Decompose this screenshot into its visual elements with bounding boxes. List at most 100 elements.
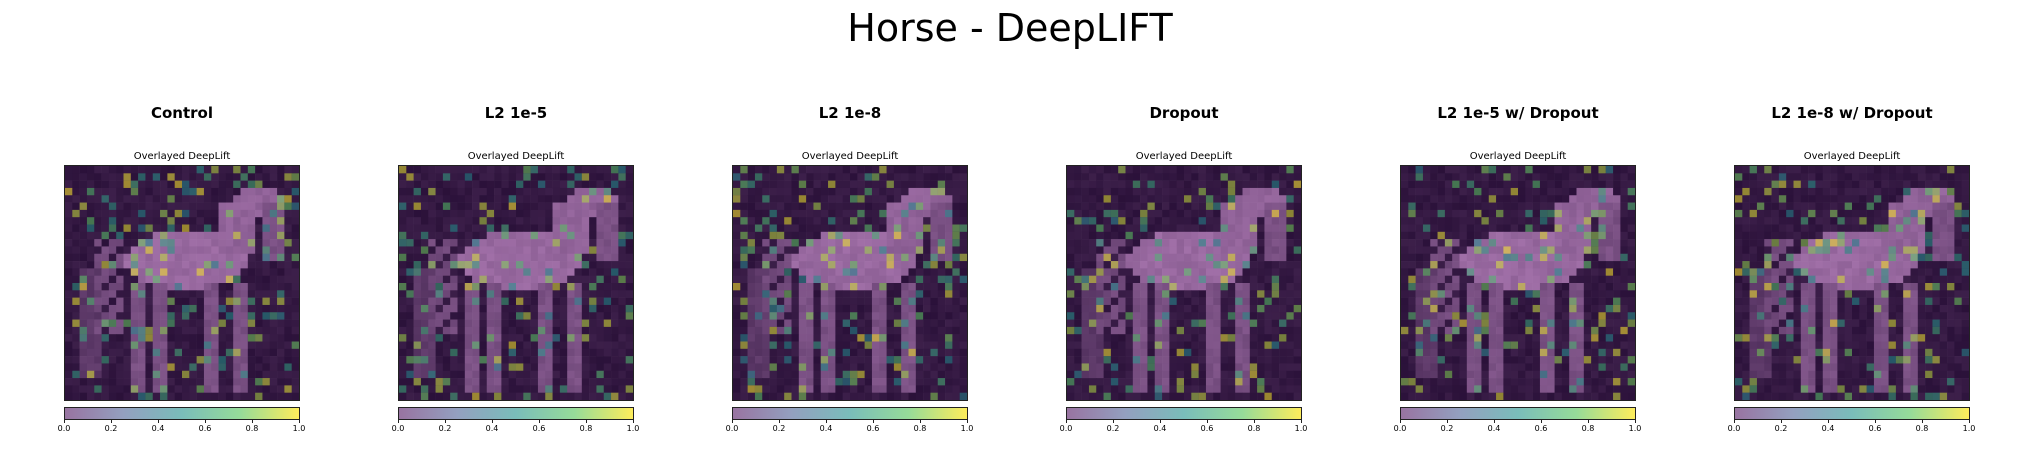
- heatmap-cell: [857, 166, 865, 174]
- attribution-cell: [733, 187, 741, 196]
- heatmap-cell: [501, 209, 509, 218]
- heatmap-cell: [123, 239, 132, 247]
- heatmap-cell: [1067, 202, 1075, 211]
- heatmap-cell: [145, 261, 154, 269]
- heatmap-cell: [108, 297, 117, 306]
- heatmap-cell: [1271, 173, 1280, 181]
- heatmap-cell: [72, 348, 80, 357]
- heatmap-cell: [581, 385, 590, 393]
- heatmap-cell: [284, 209, 292, 218]
- heatmap-cell: [842, 356, 851, 364]
- heatmap-cell: [871, 275, 880, 284]
- heatmap-cell: [203, 283, 212, 291]
- heatmap-cell: [1132, 304, 1141, 313]
- heatmap-cell: [523, 378, 531, 386]
- attribution-cell: [108, 261, 117, 269]
- attribution-cell: [1415, 166, 1424, 174]
- heatmap-cell: [1147, 246, 1156, 255]
- heatmap-cell: [138, 370, 146, 379]
- heatmap-cell: [472, 180, 480, 189]
- attribution-cell: [784, 392, 792, 400]
- heatmap-cell: [769, 268, 778, 276]
- heatmap-cell: [420, 261, 429, 269]
- heatmap-cell: [754, 378, 763, 386]
- heatmap-cell: [1452, 166, 1460, 174]
- heatmap-cell: [567, 363, 575, 372]
- heatmap-cell: [472, 224, 480, 233]
- heatmap-cell: [486, 173, 495, 181]
- heatmap-cell: [871, 326, 880, 335]
- heatmap-cell: [952, 356, 960, 364]
- heatmap-cell: [850, 319, 858, 328]
- heatmap-cell: [1110, 319, 1119, 328]
- heatmap-cell: [545, 378, 553, 386]
- attribution-cell: [864, 187, 873, 196]
- heatmap-cell: [1125, 253, 1134, 262]
- heatmap-cell: [952, 341, 960, 350]
- heatmap-cell: [1627, 195, 1635, 203]
- heatmap-cell: [915, 341, 924, 350]
- heatmap-cell: [523, 180, 531, 189]
- heatmap-cell: [1488, 173, 1497, 181]
- heatmap-cell: [603, 202, 612, 211]
- heatmap-cell: [1518, 166, 1526, 174]
- heatmap-cell: [72, 275, 80, 284]
- heatmap-cell: [552, 253, 561, 262]
- heatmap-cell: [1257, 319, 1265, 328]
- heatmap-cell: [1110, 297, 1119, 306]
- heatmap-cell: [420, 283, 429, 291]
- heatmap-cell: [1279, 239, 1287, 247]
- heatmap-cell: [399, 217, 407, 225]
- heatmap-cell: [784, 180, 792, 189]
- attribution-cell: [1125, 385, 1134, 393]
- heatmap-cell: [240, 224, 249, 233]
- heatmap-cell: [581, 370, 590, 379]
- heatmap-cell: [923, 348, 931, 357]
- heatmap-cell: [211, 195, 219, 203]
- heatmap-cell: [545, 217, 553, 225]
- attribution-cell: [893, 363, 902, 372]
- attribution-cell: [101, 261, 110, 269]
- heatmap-cell: [1279, 253, 1287, 262]
- attribution-cell: [233, 348, 241, 357]
- heatmap-cell: [611, 283, 619, 291]
- heatmap-cell: [886, 363, 895, 372]
- heatmap-cell: [1096, 209, 1104, 218]
- heatmap-cell: [406, 341, 414, 350]
- heatmap-cell: [218, 231, 227, 240]
- heatmap-cell: [225, 283, 234, 291]
- attribution-cell: [247, 319, 256, 328]
- attribution-cell: [225, 209, 234, 218]
- heatmap-cell: [240, 187, 249, 196]
- heatmap-cell: [1271, 217, 1280, 225]
- heatmap-cell: [494, 283, 502, 291]
- heatmap-cell: [428, 319, 436, 328]
- heatmap-cell: [618, 195, 626, 203]
- heatmap-cell: [435, 253, 444, 262]
- heatmap-cell: [152, 385, 161, 393]
- heatmap-cell: [1437, 180, 1446, 189]
- heatmap-cell: [1554, 173, 1563, 181]
- heatmap-cell: [1444, 173, 1453, 181]
- heatmap-cell: [923, 290, 931, 298]
- heatmap-cell: [886, 283, 895, 291]
- heatmap-cell: [747, 319, 756, 328]
- heatmap-cell: [167, 392, 175, 400]
- heatmap-cell: [1271, 231, 1280, 240]
- heatmap-cell: [262, 217, 271, 225]
- heatmap-cell: [930, 283, 939, 291]
- heatmap-cell: [733, 341, 741, 350]
- heatmap-cell: [1110, 173, 1119, 181]
- attribution-cell: [145, 268, 154, 276]
- heatmap-cell: [501, 275, 509, 284]
- heatmap-cell: [182, 334, 190, 342]
- heatmap-cell: [850, 334, 858, 342]
- heatmap-cell: [428, 166, 436, 174]
- heatmap-cell: [1154, 209, 1163, 218]
- attribution-cell: [754, 385, 763, 393]
- heatmap-cell: [160, 283, 168, 291]
- heatmap-cell: [835, 370, 843, 379]
- heatmap-cell: [1415, 202, 1424, 211]
- heatmap-cell: [596, 246, 605, 255]
- heatmap-cell: [1096, 180, 1104, 189]
